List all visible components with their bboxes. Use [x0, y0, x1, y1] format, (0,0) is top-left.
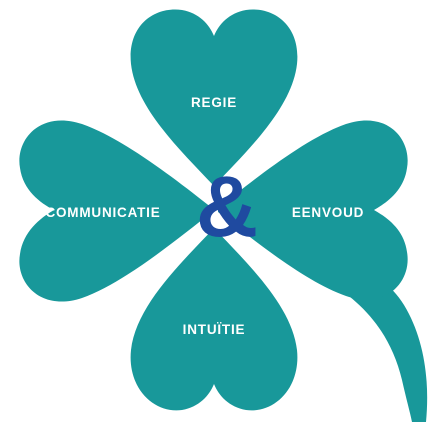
- center-ampersand-symbol: &: [196, 159, 258, 255]
- leaf-right: [218, 120, 408, 300]
- leaf-label-bottom: INTUÏTIE: [183, 322, 246, 337]
- leaf-top: [130, 9, 298, 186]
- leaf-bottom: [130, 228, 298, 411]
- clover-stem: [325, 266, 428, 422]
- leaf-label-left: COMMUNICATIE: [45, 205, 160, 220]
- leaf-label-right: EENVOUD: [292, 205, 364, 220]
- leaf-label-top: REGIE: [191, 95, 237, 110]
- leaf-left: [19, 120, 212, 302]
